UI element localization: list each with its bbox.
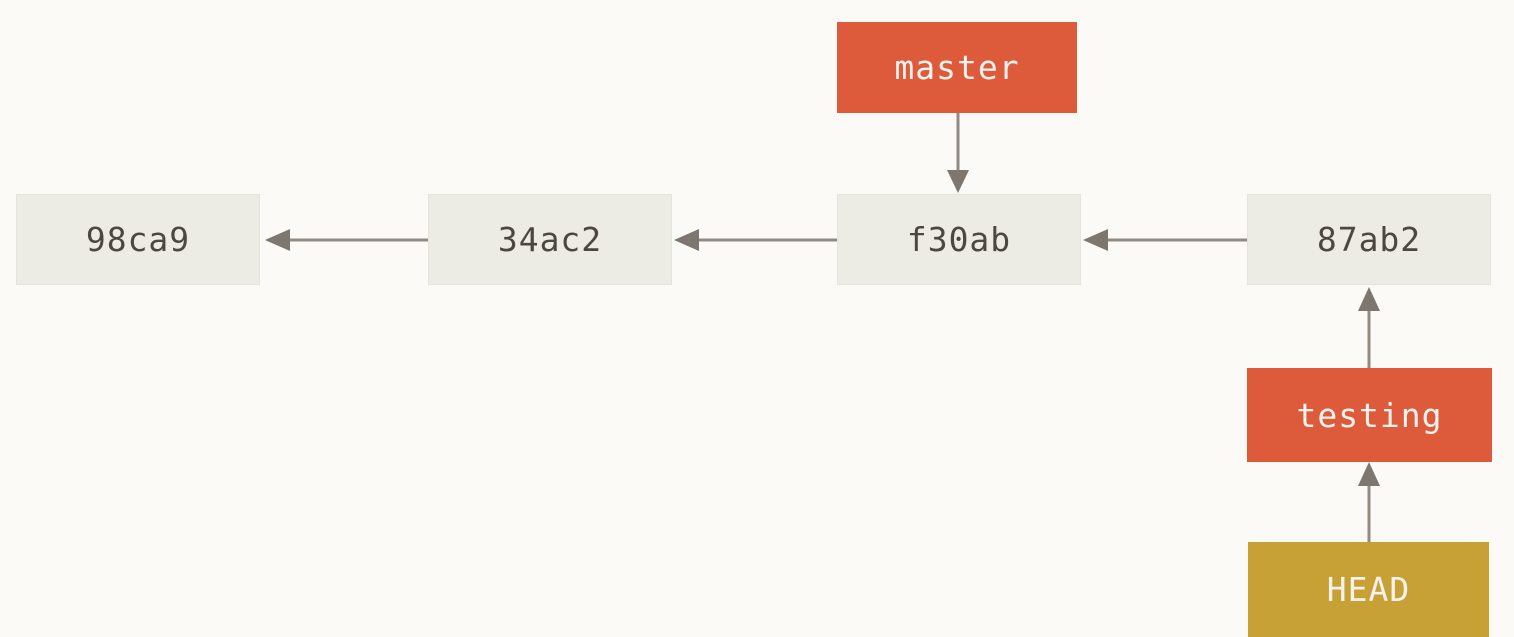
commit-node-98ca9: 98ca9 [16,194,260,285]
arrow-34ac2-to-98ca9 [265,229,428,251]
branch-name: testing [1296,395,1443,435]
branch-name: master [894,48,1020,87]
commit-node-87ab2: 87ab2 [1247,194,1491,285]
commit-node-f30ab: f30ab [837,194,1081,285]
arrow-87ab2-to-f30ab [1083,229,1247,251]
commit-node-34ac2: 34ac2 [428,194,672,285]
arrow-master-to-f30ab [947,113,969,193]
head-pointer-label: HEAD [1248,542,1489,637]
commit-id: 34ac2 [497,220,603,259]
commit-id: 98ca9 [85,220,191,259]
arrow-head-to-testing [1358,462,1380,542]
head-name: HEAD [1326,570,1411,609]
branch-label-master: master [837,22,1077,113]
arrow-testing-to-87ab2 [1358,287,1380,368]
commit-id: f30ab [906,220,1012,259]
branch-label-testing: testing [1247,368,1492,462]
arrow-f30ab-to-34ac2 [674,229,837,251]
commit-id: 87ab2 [1316,220,1422,259]
